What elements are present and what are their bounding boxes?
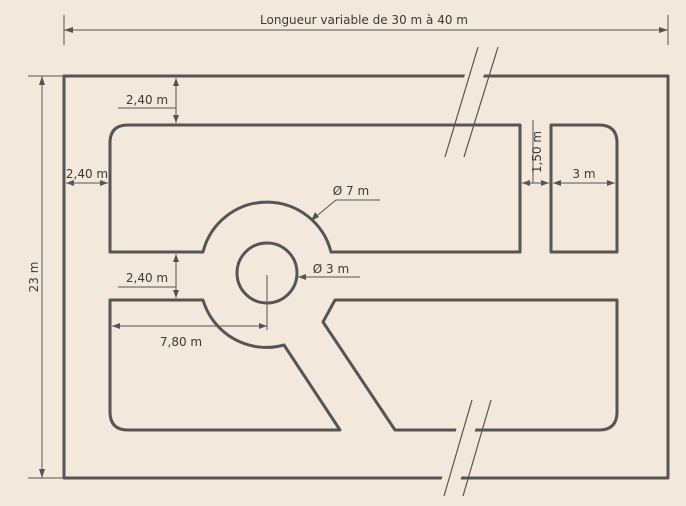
right-block-dimension: 3 m	[553, 167, 615, 186]
lower-block	[108, 298, 342, 432]
lower-right-block	[321, 298, 619, 432]
break-line-top	[442, 46, 499, 158]
gap-top-label: 2,40 m	[126, 93, 168, 107]
gap-right-label: 1,50 m	[530, 131, 544, 173]
overall-length-label: Longueur variable de 30 m à 40 m	[260, 13, 468, 27]
gap-top-dimension: 2,40 m	[118, 78, 179, 123]
inner-diameter-label: Ø 3 m	[313, 262, 349, 276]
right-block-label: 3 m	[572, 167, 595, 181]
upper-left-block	[108, 123, 522, 254]
overall-width-label: 23 m	[27, 262, 41, 293]
gap-middle-label: 2,40 m	[126, 271, 168, 285]
inner-diameter-callout: Ø 3 m	[298, 262, 360, 280]
site-boundary	[62, 74, 670, 480]
gap-right-dimension: 1,50 m	[522, 120, 549, 186]
outer-diameter-callout: Ø 7 m	[311, 184, 380, 221]
overall-length-dimension: Longueur variable de 30 m à 40 m	[63, 13, 669, 45]
outer-diameter-label: Ø 7 m	[333, 184, 369, 198]
offset-dimension: 7,80 m	[112, 275, 268, 349]
gap-left-label: 2,40 m	[66, 167, 108, 181]
gap-middle-dimension: 2,40 m	[118, 254, 179, 298]
break-line-bottom	[437, 399, 492, 497]
gap-left-dimension: 2,40 m	[66, 167, 108, 186]
upper-right-block	[549, 123, 619, 254]
offset-label: 7,80 m	[160, 335, 202, 349]
overall-width-dimension: 23 m	[27, 75, 64, 479]
